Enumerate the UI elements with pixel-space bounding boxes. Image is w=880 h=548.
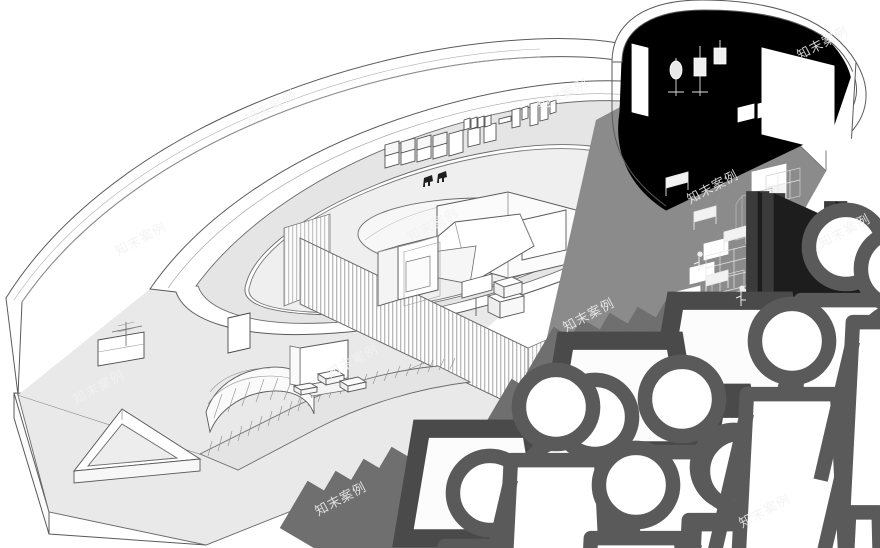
triangular-bench [72, 408, 202, 484]
ceiling-hanging-lamps [668, 40, 727, 96]
plaza-pedestals [292, 369, 368, 396]
display-booth-left [377, 235, 439, 307]
cube-pedestals [486, 276, 526, 319]
left-wall-panel-2 [227, 312, 251, 354]
dark-hall-left-wall [631, 43, 649, 117]
arena-sign-board [461, 273, 493, 316]
walkway-small-figures [423, 171, 447, 187]
display-booth-arena [403, 241, 441, 307]
left-wall-banner [97, 321, 145, 367]
dark-hall-seated-figures [693, 251, 746, 306]
